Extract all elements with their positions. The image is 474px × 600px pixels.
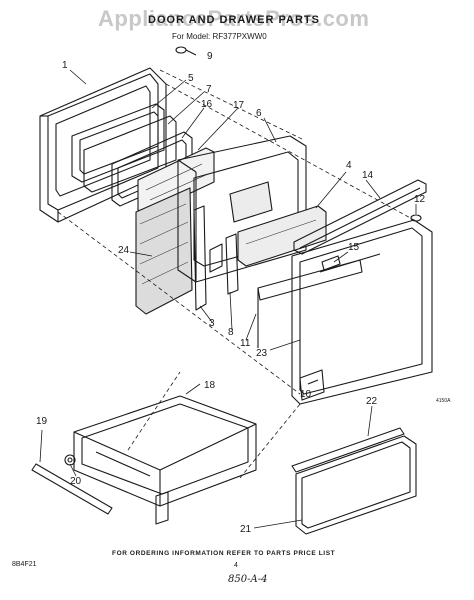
callout-15: 15 — [348, 242, 360, 253]
callout-11: 11 — [240, 338, 251, 349]
part-6-inner-door-liner — [177, 135, 307, 283]
callout-12: 12 — [414, 194, 426, 205]
diagram-title: DOOR AND DRAWER PARTS — [148, 14, 320, 26]
ordering-note: FOR ORDERING INFORMATION REFER TO PARTS … — [112, 550, 336, 557]
callout-16: 16 — [201, 99, 213, 110]
side-code: 4150A — [436, 398, 451, 404]
callout-18: 18 — [204, 380, 216, 391]
part-7-window-gasket — [83, 115, 177, 193]
dashed-guide-lines — [57, 69, 415, 479]
part-18-drawer — [73, 395, 257, 525]
part-20-drawer-roller — [64, 454, 76, 466]
part-12-screw — [410, 214, 422, 222]
callout-20: 20 — [70, 476, 82, 487]
part-17-glass-pane — [137, 147, 215, 215]
callout-10: 10 — [300, 389, 312, 400]
watermark: AppliancePartsPros.com — [98, 6, 370, 31]
page-number: 4 — [234, 562, 238, 569]
callout-14: 14 — [362, 170, 374, 181]
callout-6: 6 — [256, 108, 262, 119]
callout-9: 9 — [207, 51, 213, 62]
part-5-inner-glass — [71, 103, 165, 183]
callout-24: 24 — [118, 245, 130, 256]
part-15-door-clip — [321, 255, 341, 271]
callout-19: 19 — [36, 416, 48, 427]
part-8-hinge-bracket — [209, 233, 239, 295]
leader-lines — [39, 69, 417, 529]
callout-4: 4 — [346, 160, 352, 171]
handwritten-note: 850-A-4 — [228, 574, 268, 585]
part-9-screw — [175, 46, 197, 56]
document-code: 8B4F21 — [12, 561, 37, 568]
callout-5: 5 — [188, 73, 194, 84]
callout-7: 7 — [206, 84, 212, 95]
callout-8: 8 — [228, 327, 234, 338]
part-14-door-handle — [293, 179, 427, 255]
part-3-side-channel — [193, 205, 207, 311]
callout-21: 21 — [240, 524, 252, 535]
part-22-drawer-trim — [291, 427, 405, 473]
callout-22: 22 — [366, 396, 378, 407]
callout-23: 23 — [256, 348, 268, 359]
part-21-drawer-front — [295, 435, 417, 535]
part-19-drawer-rail — [31, 463, 113, 515]
callout-17: 17 — [233, 100, 245, 111]
callout-3: 3 — [209, 318, 215, 329]
callout-1: 1 — [62, 60, 68, 71]
part-10-hinge — [299, 369, 325, 401]
model-number: For Model: RF377PXWW0 — [172, 32, 267, 41]
